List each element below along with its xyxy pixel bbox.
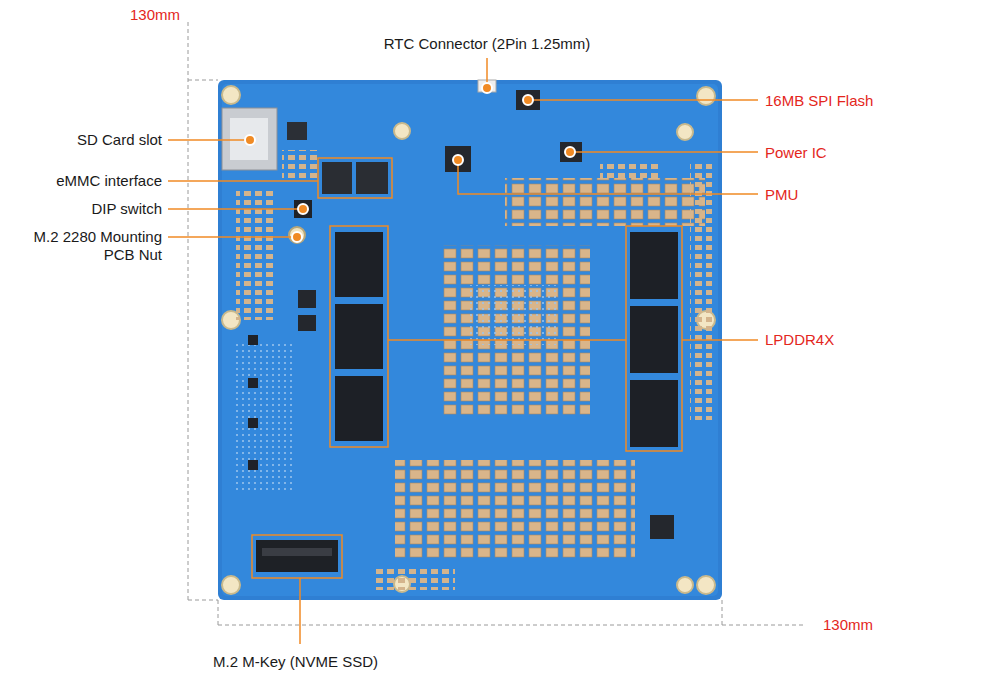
callout-dot (245, 83, 575, 242)
ic-chip (650, 515, 674, 539)
callout-label: M.2 2280 Mounting PCB Nut (20, 228, 162, 264)
smd-parts (505, 178, 705, 226)
pcb-nut (289, 227, 305, 243)
mounting-hole (222, 86, 715, 594)
callout-label: 130mm (823, 616, 873, 634)
callout-label: 16MB SPI Flash (765, 92, 873, 110)
smd-parts (690, 160, 712, 420)
callout-label: SD Card slot (77, 131, 162, 149)
pcb-surface (222, 84, 718, 596)
smd-parts (600, 160, 660, 180)
emmc-connector (322, 162, 352, 194)
m2-connector (256, 540, 338, 572)
smd-parts (375, 568, 455, 590)
callout-label: PMU (765, 186, 798, 204)
callout-outline (318, 158, 392, 198)
callout-label: Power IC (765, 144, 827, 162)
callout-label: DIP switch (91, 200, 162, 218)
dimension-line (188, 22, 806, 625)
m2-connector (262, 548, 332, 556)
callout-label: RTC Connector (2Pin 1.25mm) (384, 35, 590, 53)
callout-outline (330, 226, 388, 447)
callout-outline (626, 226, 682, 451)
smd-parts (395, 460, 635, 560)
ic-chip (298, 315, 316, 331)
callout-label: 130mm (130, 6, 180, 24)
smd-parts (282, 150, 318, 180)
sd-card-slot (230, 118, 268, 160)
ic-chip (298, 290, 316, 308)
smd-parts (236, 340, 296, 490)
leader-line (168, 58, 758, 644)
callout-outline (252, 535, 342, 578)
ic-chip (287, 122, 307, 140)
smd-parts (440, 245, 590, 415)
emmc-connector (356, 162, 388, 194)
diode (248, 335, 258, 470)
pcb-board (218, 80, 722, 600)
callout-label: M.2 M-Key (NVME SSD) (213, 653, 378, 671)
callout-label: LPDDR4X (765, 331, 834, 349)
smd-parts (470, 285, 560, 345)
sd-card-slot (222, 108, 277, 170)
callout-label: eMMC interface (56, 172, 162, 190)
